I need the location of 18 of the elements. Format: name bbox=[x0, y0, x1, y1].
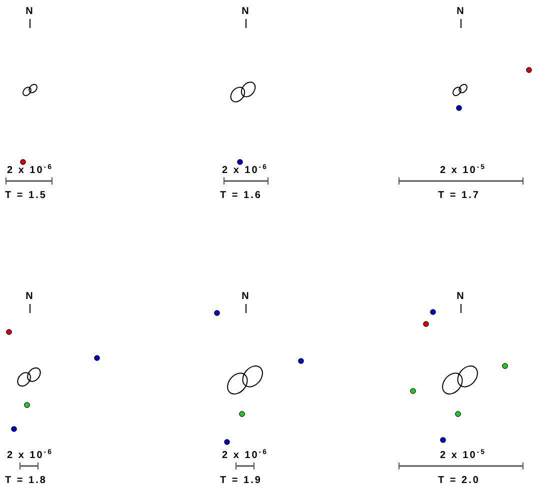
north-label: N bbox=[242, 292, 250, 302]
scale-label: 2 x 10$^{-6}$ bbox=[222, 448, 268, 462]
time-label: T = 1.5 bbox=[5, 191, 47, 201]
scale-label: 2 x 10$^{-6}$ bbox=[6, 448, 54, 462]
north-label: N bbox=[456, 7, 466, 17]
north-label: N bbox=[456, 292, 466, 302]
scale-label: 2 x 10$^{-5}$ bbox=[440, 448, 486, 462]
north-label: N bbox=[242, 7, 250, 17]
north-label: N bbox=[26, 7, 34, 17]
time-label: T = 2.0 bbox=[438, 476, 480, 486]
time-label: T = 1.6 bbox=[220, 191, 262, 201]
scale-label: 2 x 10$^{-6}$ bbox=[6, 164, 54, 176]
north-label: N bbox=[26, 292, 34, 302]
scale-label: 2 x 10$^{-6}$ bbox=[222, 164, 268, 176]
time-label: T = 1.7 bbox=[438, 191, 480, 201]
time-label: T = 1.8 bbox=[5, 476, 47, 486]
scale-label: 2 x 10$^{-5}$ bbox=[440, 164, 486, 176]
time-label: T = 1.9 bbox=[220, 476, 262, 486]
